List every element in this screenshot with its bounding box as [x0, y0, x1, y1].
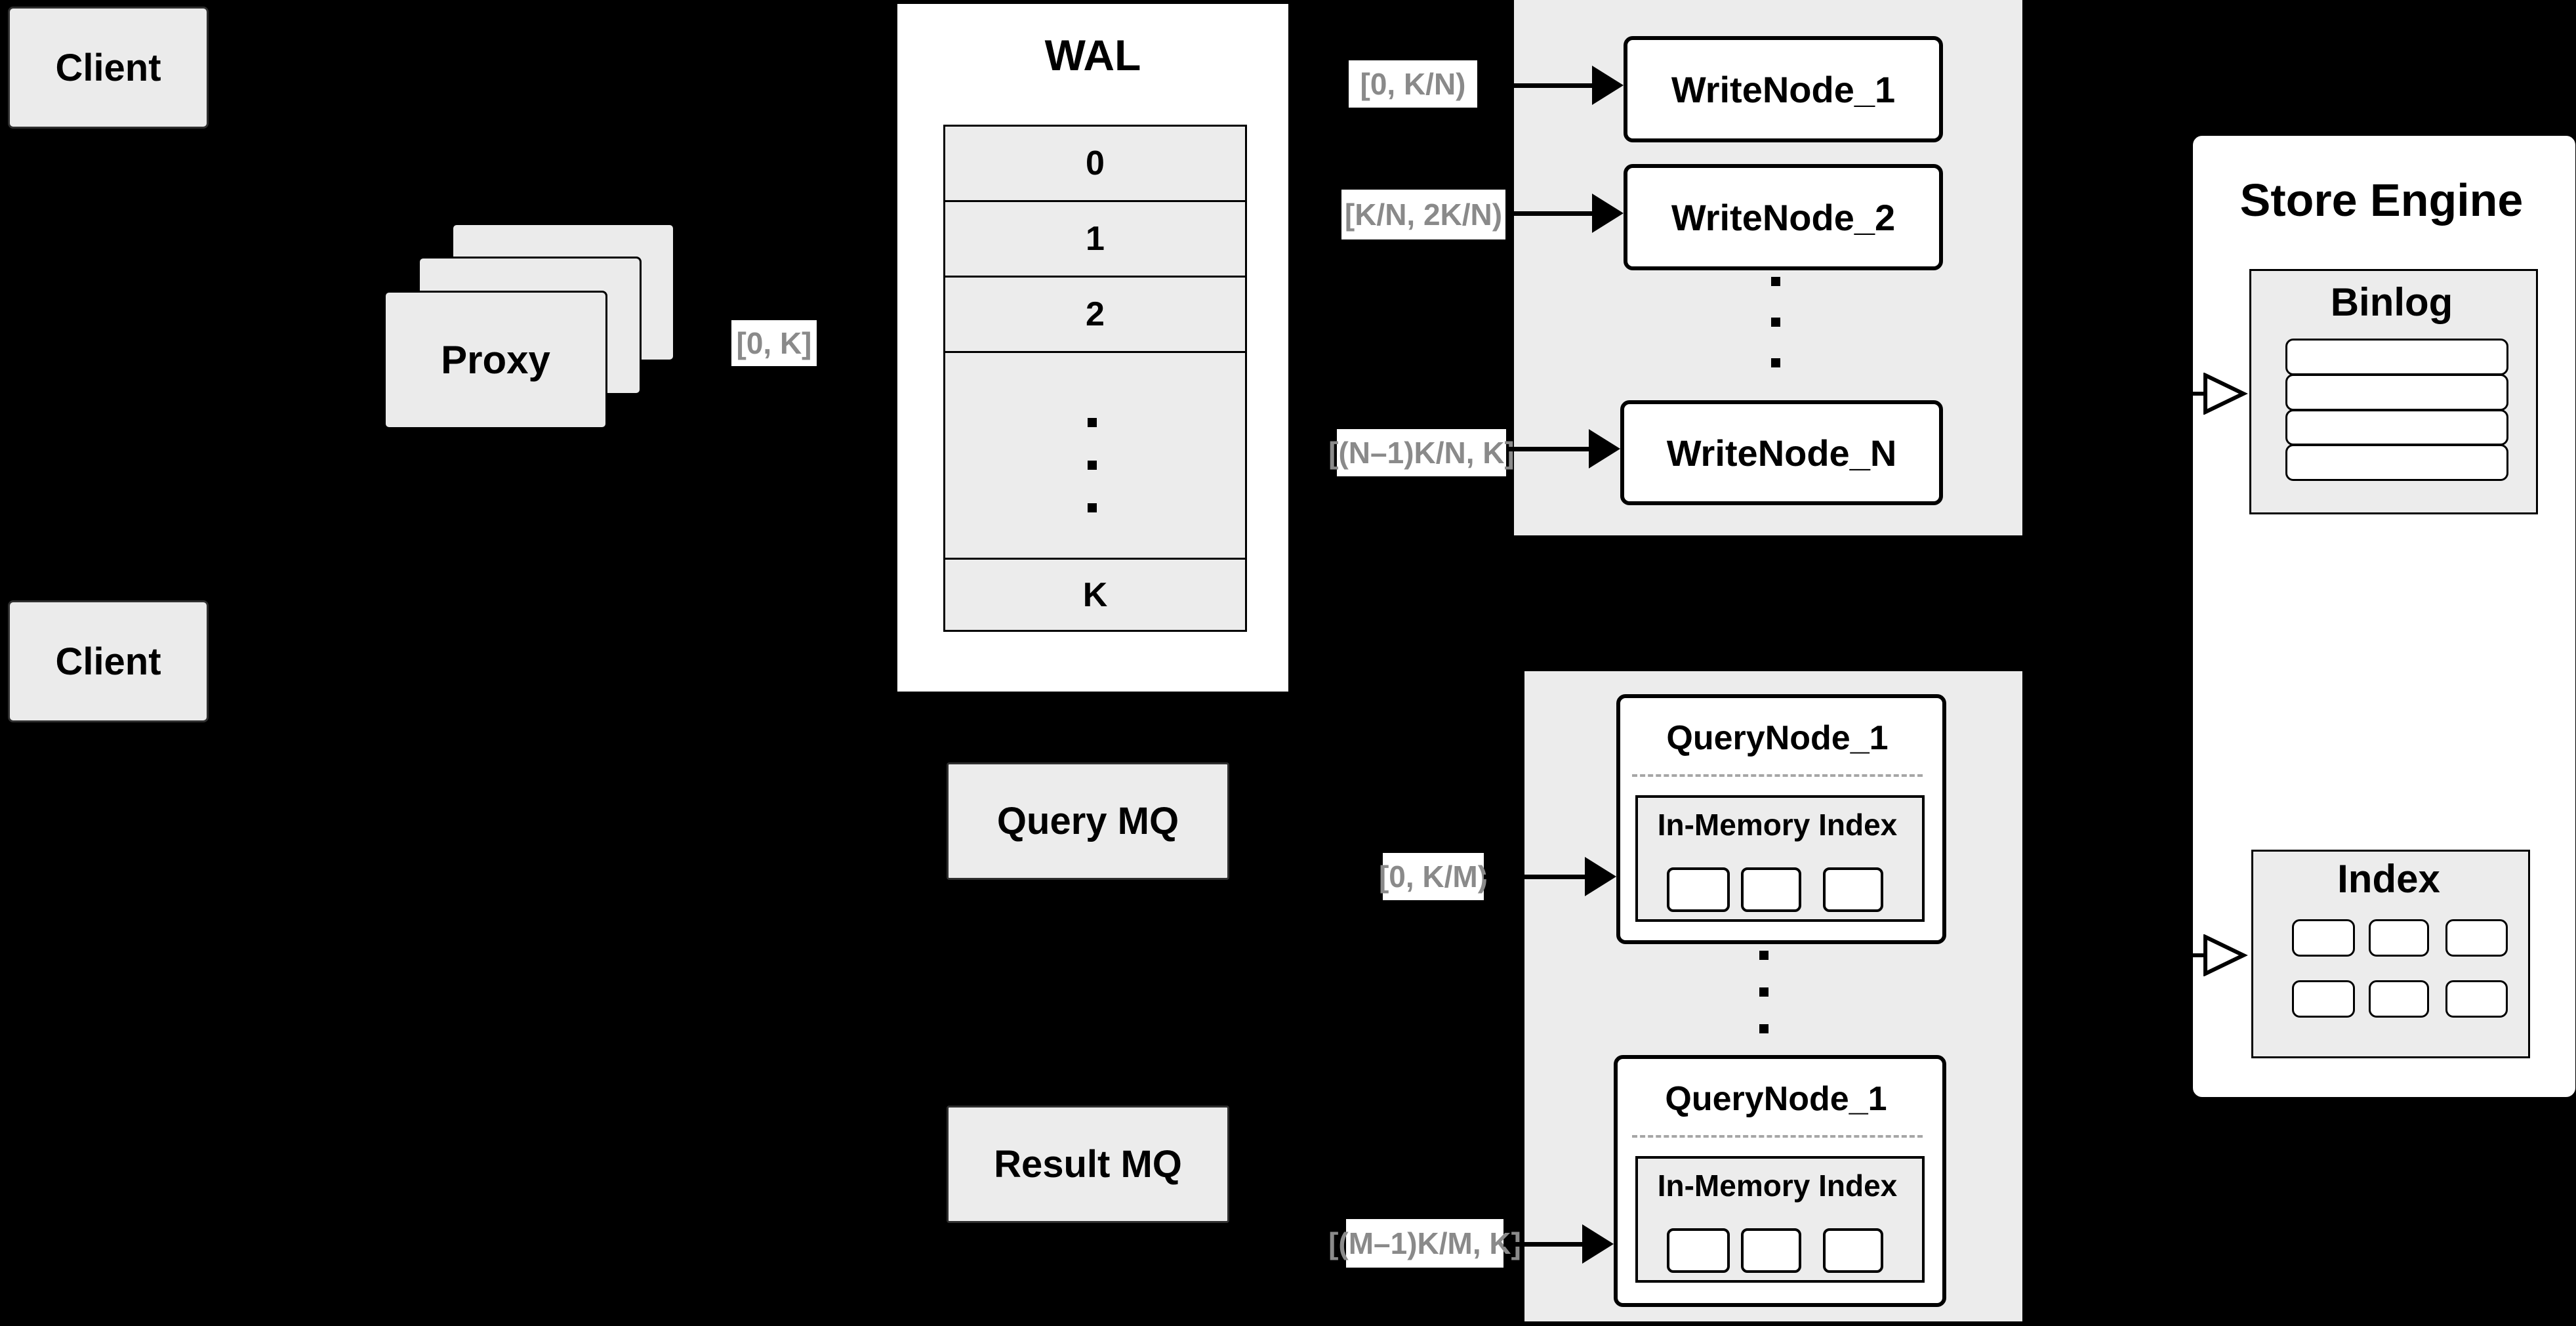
proxy-card-front: Proxy — [384, 291, 607, 429]
store-engine-title: Store Engine — [2239, 175, 2524, 226]
query-range-m-label: [(M–1)K/M, K] — [1328, 1219, 1521, 1268]
arrow-right-icon — [1592, 66, 1624, 105]
arrow-line — [2136, 953, 2208, 957]
dashed-divider — [1632, 774, 1923, 777]
write-range-n-label: [(N–1)K/N, K] — [1328, 429, 1515, 476]
hollow-arrow-right-icon — [2203, 934, 2248, 976]
binlog-row — [2285, 444, 2508, 481]
segment-chip — [1823, 867, 1883, 912]
wal-title: WAL — [1044, 31, 1141, 79]
query-range-1-label: [0, K/M) — [1379, 853, 1488, 900]
query-node-1-title: QueryNode_1 — [1666, 719, 1889, 757]
index-chip — [2445, 919, 2508, 957]
binlog-title: Binlog — [2330, 280, 2453, 324]
wal-segment-table: 0 1 2 K — [943, 125, 1247, 632]
arrow-right-icon — [1585, 857, 1616, 896]
arrow-line — [1507, 447, 1589, 451]
write-node-1-box: WriteNode_1 — [1624, 36, 1943, 142]
arrow-line — [1507, 211, 1592, 216]
write-node-2-box: WriteNode_2 — [1624, 164, 1943, 270]
ellipsis-dot — [1771, 277, 1780, 286]
write-range-2-label: [K/N, 2K/N) — [1341, 190, 1505, 239]
client-bottom-box: Client — [8, 600, 209, 722]
arrow-right-icon — [1592, 194, 1624, 233]
arrow-line — [1484, 875, 1585, 879]
proxy-label: Proxy — [441, 338, 550, 382]
index-chip — [2445, 980, 2508, 1018]
wal-segment-k: K — [945, 558, 1245, 630]
in-memory-index-title: In-Memory Index — [1657, 808, 1898, 842]
arrow-line — [1503, 1242, 1582, 1247]
result-mq-box: Result MQ — [947, 1106, 1229, 1223]
dashed-divider — [1632, 1135, 1923, 1138]
client-top-label: Client — [55, 46, 161, 89]
write-node-n-box: WriteNode_N — [1620, 400, 1943, 505]
index-chip — [2292, 919, 2355, 957]
in-memory-index-title: In-Memory Index — [1657, 1169, 1898, 1203]
ellipsis-dot — [1759, 987, 1768, 997]
client-bottom-label: Client — [55, 640, 161, 683]
arrow-line — [1477, 83, 1592, 88]
hollow-arrow-right-icon — [2203, 373, 2248, 415]
index-chip — [2369, 919, 2429, 957]
client-top-box: Client — [8, 7, 209, 129]
arrow-right-icon — [1589, 429, 1620, 468]
proxy-range-label: [0, K] — [731, 320, 817, 366]
index-chip — [2292, 980, 2355, 1018]
arrow-line — [2136, 392, 2208, 396]
index-chip — [2369, 980, 2429, 1018]
ellipsis-dot — [1771, 358, 1780, 367]
binlog-row — [2285, 409, 2508, 445]
ellipsis-dot — [1088, 461, 1097, 470]
write-range-1-label: [0, K/N) — [1349, 60, 1477, 108]
query-mq-box: Query MQ — [947, 762, 1229, 880]
query-node-2-title: QueryNode_1 — [1665, 1080, 1887, 1118]
binlog-row — [2285, 374, 2508, 411]
segment-chip — [1741, 1228, 1801, 1273]
segment-chip — [1823, 1228, 1883, 1273]
ellipsis-dot — [1088, 503, 1097, 512]
wal-segment-1: 1 — [945, 200, 1245, 276]
wal-segment-ellipsis — [945, 351, 1245, 558]
segment-chip — [1667, 867, 1730, 912]
wal-segment-2: 2 — [945, 276, 1245, 351]
ellipsis-dot — [1771, 318, 1780, 327]
segment-chip — [1741, 867, 1801, 912]
binlog-row — [2285, 339, 2508, 375]
arrow-right-icon — [1582, 1224, 1614, 1264]
index-title: Index — [2337, 856, 2440, 901]
ellipsis-dot — [1088, 418, 1097, 427]
wal-segment-0: 0 — [945, 127, 1245, 200]
ellipsis-dot — [1759, 1024, 1768, 1033]
ellipsis-dot — [1759, 951, 1768, 960]
segment-chip — [1667, 1228, 1730, 1273]
